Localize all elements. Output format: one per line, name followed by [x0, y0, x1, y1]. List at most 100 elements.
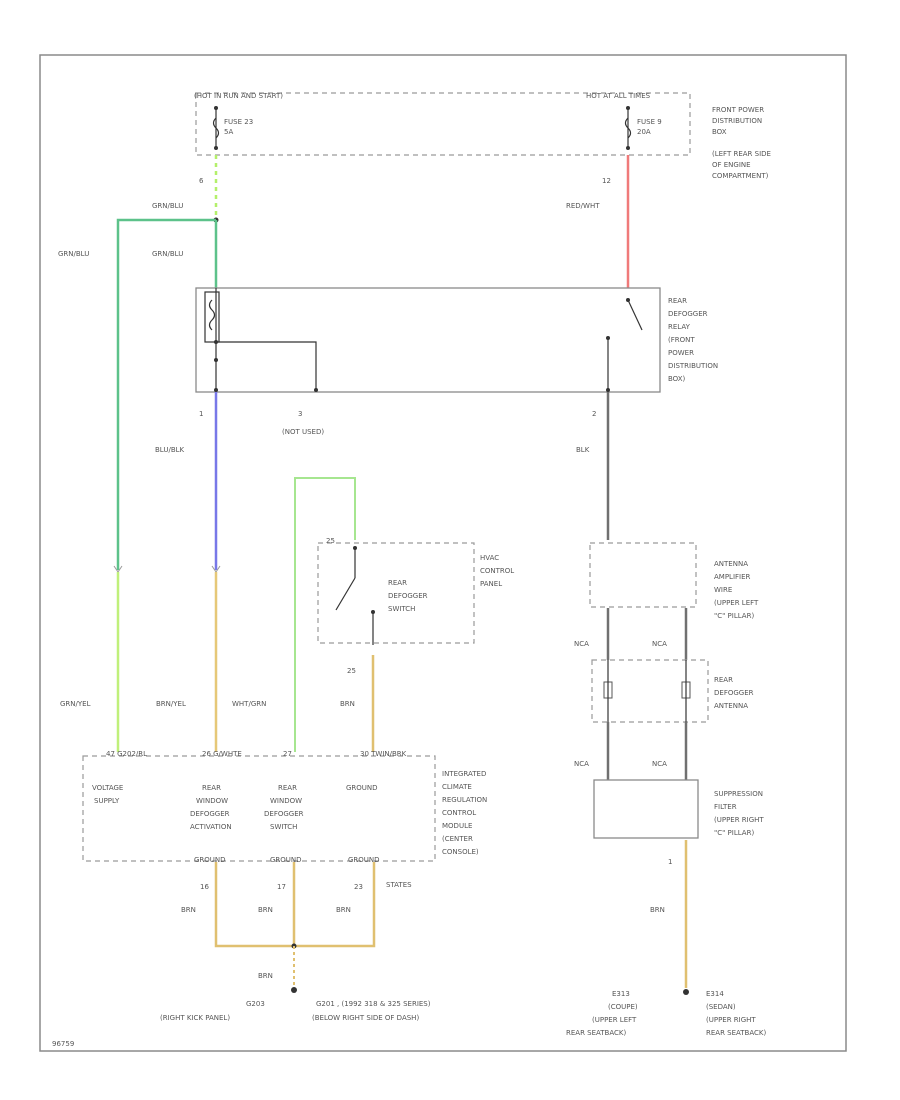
icrm-activation-1: REAR: [202, 784, 221, 792]
gnd-pin-23: 23: [354, 883, 363, 891]
icrm-switch-3: DEFOGGER: [264, 810, 304, 818]
relay-dot-4: [314, 388, 318, 392]
filter-label-4: "C" PILLAR): [714, 829, 754, 837]
e313-line-4: REAR SEATBACK): [566, 1029, 626, 1037]
switch-label-2: DEFOGGER: [388, 592, 428, 600]
fuse-9-rating: 20A: [637, 128, 651, 136]
switch-label-1: REAR: [388, 579, 407, 587]
footer-code: 96759: [52, 1040, 74, 1048]
wire-blu-blk-label: BLU/BLK: [155, 446, 185, 454]
wire-nca-label-4: NCA: [652, 760, 667, 768]
icrm-pin-4: 30 TWIN/BRK: [360, 750, 407, 758]
icrm-activation-3: DEFOGGER: [190, 810, 230, 818]
front-power-box-line-2: DISTRIBUTION: [712, 117, 762, 125]
wire-brn-label-1: BRN: [340, 700, 355, 708]
wire-red-wht-label: RED/WHT: [566, 202, 600, 210]
relay-label-1: REAR: [668, 297, 687, 305]
top-left-label: (HOT IN RUN AND START): [194, 92, 283, 100]
front-power-box-line-5: OF ENGINE: [712, 161, 751, 169]
icrm-switch-1: REAR: [278, 784, 297, 792]
hvac-control-panel-box: [317, 542, 475, 644]
hvac-label-1: HVAC: [480, 554, 499, 562]
g201-line-1: G201 , (1992 318 & 325 SERIES): [316, 1000, 431, 1008]
suppression-filter-box: [593, 779, 699, 839]
fuse-23-symbol: [212, 117, 220, 139]
relay-dot-5: [606, 388, 610, 392]
wire-nca-label-3: NCA: [574, 760, 589, 768]
icrm-gnd-2: GROUND: [270, 856, 302, 864]
icrm-module-box: [82, 755, 436, 862]
e313-line-2: (COUPE): [608, 1003, 638, 1011]
antenna-amp-label-4: (UPPER LEFT: [714, 599, 759, 607]
wire-grn-yel-label: GRN/YEL: [60, 700, 91, 708]
relay-coil: [204, 291, 220, 343]
icrm-voltage-1: VOLTAGE: [92, 784, 123, 792]
ground-point-g203: [291, 987, 297, 993]
front-power-box-line-4: (LEFT REAR SIDE: [712, 150, 771, 158]
icrm-states: STATES: [386, 881, 412, 889]
filter-label-2: FILTER: [714, 803, 737, 811]
wire-brn-label-3: BRN: [258, 906, 273, 914]
rear-antenna-label-1: REAR: [714, 676, 733, 684]
relay-coil-winding: [208, 299, 216, 331]
e314-line-3: (UPPER RIGHT: [706, 1016, 756, 1024]
relay-label-4: (FRONT: [668, 336, 695, 344]
relay-label-6: DISTRIBUTION: [668, 362, 718, 370]
icrm-switch-2: WINDOW: [270, 797, 302, 805]
icrm-gnd-3: GROUND: [348, 856, 380, 864]
wire-grn-blu-left: [116, 218, 216, 570]
wire-grn-blu-label-1: GRN/BLU: [152, 202, 183, 210]
gnd-pin-17: 17: [277, 883, 286, 891]
ground-point-e313: [683, 989, 689, 995]
wire-brn-yel-label: BRN/YEL: [156, 700, 186, 708]
fuse-23-bottom-dot: [214, 146, 218, 150]
relay-label-3: RELAY: [668, 323, 691, 331]
pin-1-label: 1: [199, 410, 203, 418]
wire-brn-label-5: BRN: [258, 972, 273, 980]
icrm-voltage-2: SUPPLY: [94, 797, 120, 805]
fuse-23-top-dot: [214, 106, 218, 110]
switch-bottom-pin: 25: [347, 667, 356, 675]
icrm-pin-3: 27: [283, 750, 292, 758]
icrm-label-3: REGULATION: [442, 796, 487, 804]
antenna-amp-label-2: AMPLIFIER: [714, 573, 751, 581]
icrm-label-7: CONSOLE): [442, 848, 479, 856]
pin-2-label: 2: [592, 410, 596, 418]
filter-label-3: (UPPER RIGHT: [714, 816, 764, 824]
icrm-label-1: INTEGRATED: [442, 770, 486, 778]
rear-defogger-relay-box: [195, 287, 661, 393]
relay-label-7: BOX): [668, 375, 686, 383]
wire-brn-label-2: BRN: [181, 906, 196, 914]
hvac-label-3: PANEL: [480, 580, 502, 588]
fuse-23-name: FUSE 23: [224, 118, 253, 126]
e313-line-1: E313: [612, 990, 630, 998]
wire-wht-grn-label: WHT/GRN: [232, 700, 266, 708]
pin-3-note: (NOT USED): [282, 428, 324, 436]
e314-line-1: E314: [706, 990, 724, 998]
relay-label-2: DEFOGGER: [668, 310, 708, 318]
switch-arm: [335, 577, 356, 611]
g203-line-2: (RIGHT KICK PANEL): [160, 1014, 230, 1022]
e313-line-3: (UPPER LEFT: [592, 1016, 637, 1024]
relay-internal-link: [216, 341, 317, 390]
g203-line-1: G203: [246, 1000, 265, 1008]
pin-6-label: 6: [199, 177, 204, 185]
pin-3-label: 3: [298, 410, 302, 418]
fuse-23-rating: 5A: [224, 128, 233, 136]
gnd-pin-16: 16: [200, 883, 209, 891]
front-power-box-line-1: FRONT POWER: [712, 106, 764, 114]
antenna-amplifier-box: [589, 542, 697, 608]
relay-label-5: POWER: [668, 349, 694, 357]
relay-dot-3: [214, 388, 218, 392]
icrm-activation-2: WINDOW: [196, 797, 228, 805]
outer-frame: [39, 54, 847, 1052]
fuse-9-symbol: [624, 117, 632, 139]
top-right-label: HOT AT ALL TIMES: [586, 92, 651, 100]
antenna-amp-label-1: ANTENNA: [714, 560, 748, 568]
filter-label-1: SUPPRESSION: [714, 790, 763, 798]
fuse-9-name: FUSE 9: [637, 118, 662, 126]
front-power-distribution-box: [195, 92, 691, 156]
icrm-gnd-1: GROUND: [194, 856, 226, 864]
pin-12-label: 12: [602, 177, 611, 185]
front-power-box-line-3: BOX: [712, 128, 727, 136]
